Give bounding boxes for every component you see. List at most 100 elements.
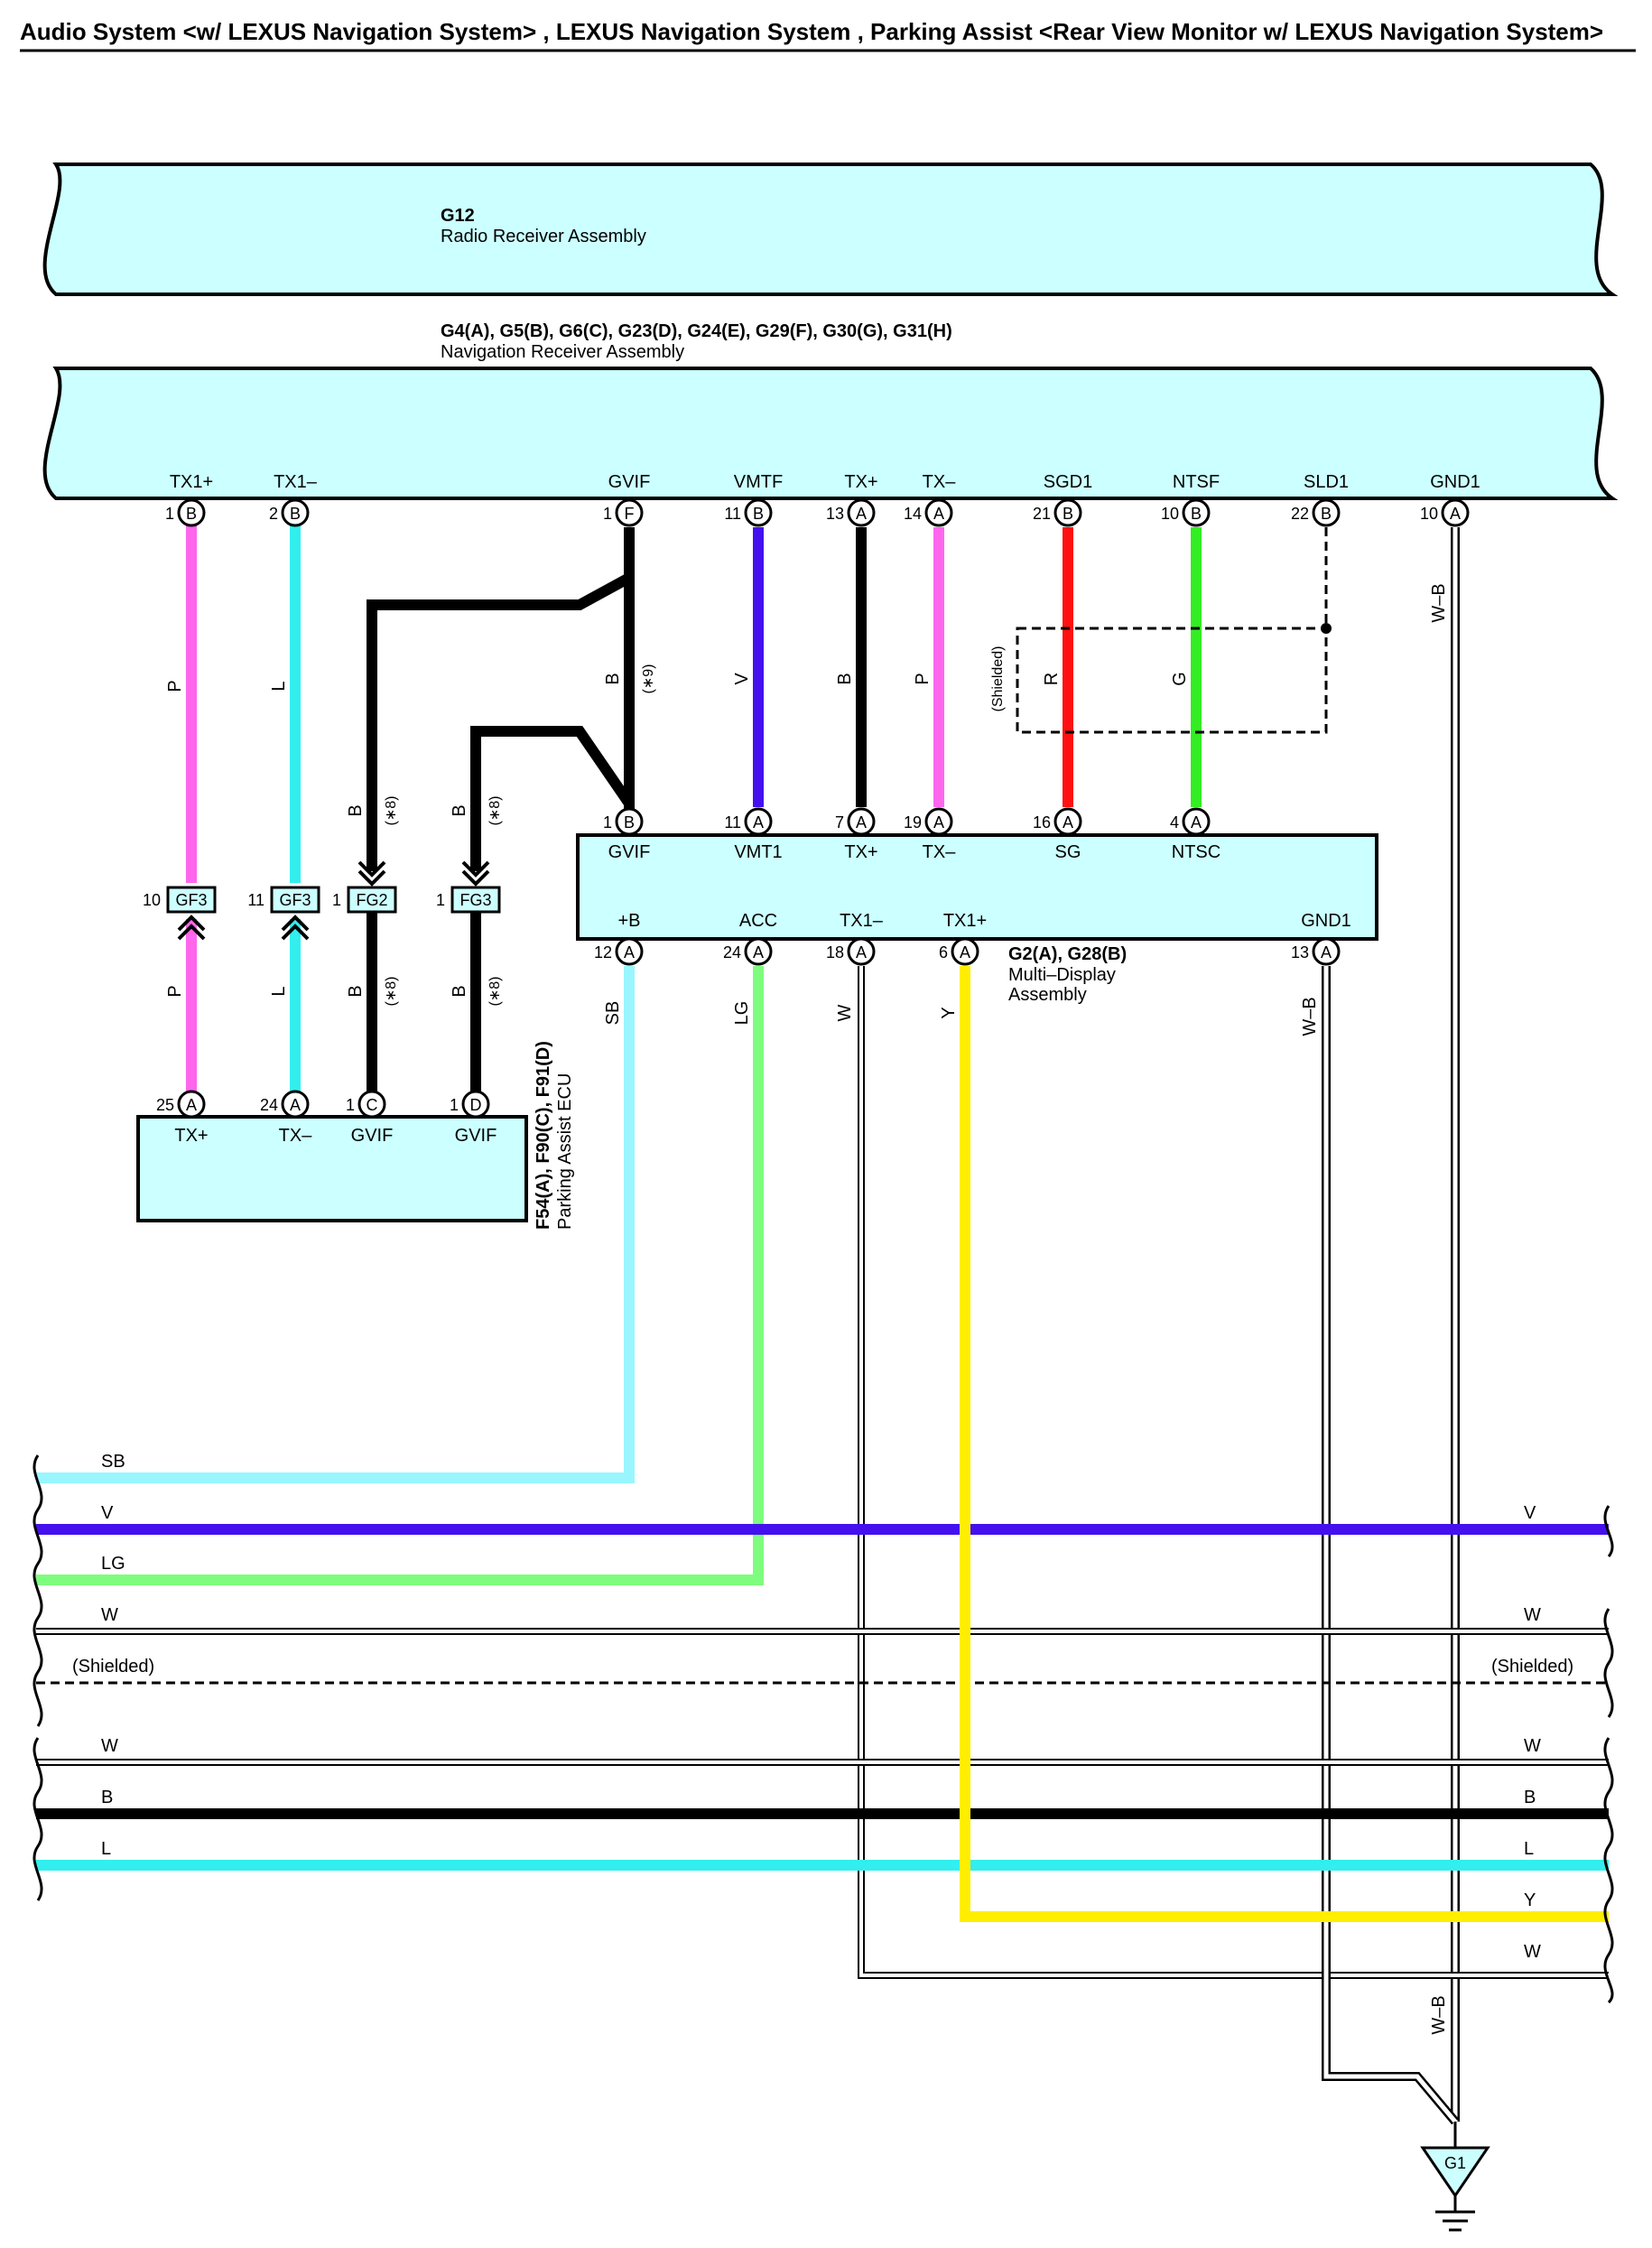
label-black-tx: B bbox=[835, 673, 855, 684]
connector-circle bbox=[924, 498, 953, 527]
nav-receiver-box bbox=[42, 367, 1619, 500]
terminal-name: SLD1 bbox=[1304, 472, 1349, 492]
connector-letter: A bbox=[856, 813, 867, 831]
page-title: Audio System <w/ LEXUS Navigation System… bbox=[20, 18, 1603, 45]
fg3-arrow-2 bbox=[461, 869, 490, 887]
connector-circle bbox=[1053, 807, 1082, 836]
connector-circle bbox=[615, 937, 644, 966]
label-pink-upper: P bbox=[165, 680, 185, 692]
connector-letter: A bbox=[290, 1096, 301, 1114]
multi-display-name-2: Assembly bbox=[1008, 985, 1087, 1005]
wire-w-tx1-fill bbox=[859, 966, 1609, 1977]
terminal-name: SGD1 bbox=[1044, 472, 1092, 492]
connector-letter: A bbox=[1063, 813, 1073, 831]
pin-number: 25 bbox=[156, 1096, 174, 1114]
connector-circle bbox=[744, 807, 773, 836]
harness-buses bbox=[32, 966, 1614, 2004]
label-shielded-vertical: (Shielded) bbox=[990, 646, 1006, 712]
bus-label-y-right: Y bbox=[1524, 1890, 1536, 1910]
label-cyan-upper: L bbox=[269, 681, 289, 691]
label-fg2-b-lower: B bbox=[346, 985, 366, 997]
terminal-name: GVIF bbox=[608, 842, 651, 862]
terminal-name: TX1+ bbox=[170, 472, 213, 492]
label-red: R bbox=[1042, 673, 1062, 685]
right-break-3 bbox=[1603, 1737, 1614, 2004]
connector-circle bbox=[1182, 498, 1211, 527]
pin-number: 19 bbox=[904, 813, 922, 831]
label-gvif-b: B bbox=[603, 673, 623, 684]
multi-display-name-1: Multi–Display bbox=[1008, 965, 1116, 985]
wire-sb bbox=[36, 966, 635, 1483]
wires bbox=[36, 525, 1609, 2125]
bus-label-lg-left: LG bbox=[101, 1554, 125, 1574]
junction-fg2 bbox=[347, 886, 397, 914]
radio-receiver-code: G12 bbox=[441, 206, 475, 226]
pin-number: 1 bbox=[603, 505, 612, 523]
connector-letter: A bbox=[186, 1096, 197, 1114]
label-fg2-note-lower: (∗8) bbox=[384, 977, 399, 1007]
bus-label-sb-left: SB bbox=[101, 1452, 125, 1472]
terminal-name: SG bbox=[1055, 842, 1081, 862]
junction-fg2-pin: 1 bbox=[332, 891, 341, 909]
terminal-name: VMT1 bbox=[734, 842, 782, 862]
wire-wb-multi-outline bbox=[1322, 966, 1459, 2125]
bus-label-shielded-right: (Shielded) bbox=[1491, 1657, 1573, 1677]
connector-letter: B bbox=[290, 505, 301, 523]
junction-gf3-10 bbox=[166, 886, 217, 914]
pin-number: 24 bbox=[260, 1096, 278, 1114]
terminal-name: GND1 bbox=[1430, 472, 1480, 492]
connector-letter: B bbox=[1321, 505, 1332, 523]
label-wb-multi: W–B bbox=[1300, 997, 1320, 1036]
connector-circle bbox=[177, 1090, 206, 1119]
pin-number: 11 bbox=[724, 505, 741, 523]
terminal-name: TX+ bbox=[174, 1126, 208, 1146]
wire-lg bbox=[36, 966, 764, 1585]
label-yellow: Y bbox=[939, 1007, 959, 1018]
terminal-name: TX1+ bbox=[943, 911, 987, 931]
label-fg2-b-upper: B bbox=[346, 804, 366, 816]
label-pink-tx: P bbox=[913, 673, 933, 684]
pin-number: 12 bbox=[594, 943, 612, 961]
label-sb: SB bbox=[603, 1001, 623, 1026]
connector-letter: A bbox=[1321, 943, 1332, 961]
shield-junction-dot bbox=[1321, 623, 1332, 634]
label-fg2-note-upper: (∗8) bbox=[384, 796, 399, 826]
pin-number: 11 bbox=[724, 813, 741, 831]
left-break-1 bbox=[32, 1454, 43, 1727]
connector-letter: B bbox=[624, 813, 635, 831]
terminal-name: TX– bbox=[923, 842, 957, 862]
pin-number: 13 bbox=[826, 505, 844, 523]
ground-g1: G1 bbox=[1420, 2122, 1490, 2232]
gf3-11-arrow-2 bbox=[281, 915, 310, 932]
connector-letter: A bbox=[753, 943, 764, 961]
terminal-name: VMTF bbox=[734, 472, 783, 492]
radio-receiver-box bbox=[42, 163, 1619, 296]
bus-label-w3-right: W bbox=[1524, 1942, 1541, 1962]
terminal-name: TX– bbox=[923, 472, 957, 492]
left-break-2 bbox=[32, 1737, 43, 1901]
pin-number: 1 bbox=[165, 505, 174, 523]
label-lg: LG bbox=[732, 1001, 752, 1026]
terminals: B1TX1+B2TX1–F1GVIFB11VMTFA13TX+A14TX–B21… bbox=[156, 472, 1480, 1146]
connector-letter: F bbox=[625, 505, 635, 523]
junction-connectors: GF3 10 GF3 11 FG2 1 FG3 1 bbox=[143, 860, 501, 941]
label-fg3-b-lower: B bbox=[450, 985, 469, 997]
label-wb-ground: W–B bbox=[1429, 1995, 1449, 2034]
label-fg3-note-upper: (∗8) bbox=[487, 796, 503, 826]
connector-circle bbox=[1053, 498, 1082, 527]
